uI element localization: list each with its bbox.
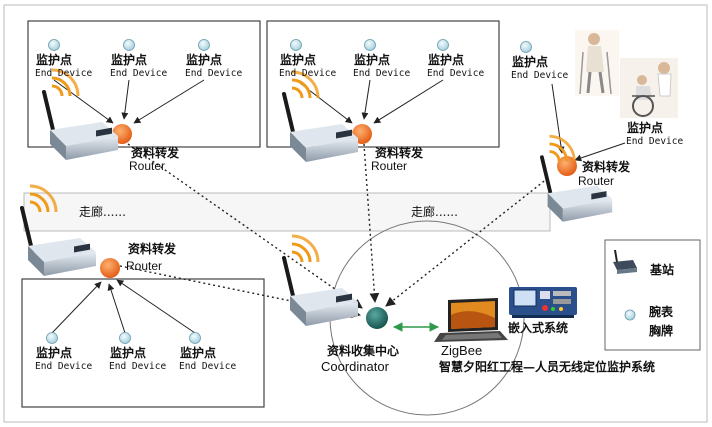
legend-wrist-label: 腕表 — [649, 305, 674, 319]
end-device-node — [123, 39, 135, 51]
end-device-label: End Device — [109, 361, 167, 372]
monitor-point-label: 监护点 — [627, 121, 664, 135]
router-node-right — [557, 156, 577, 176]
monitor-point-label: 监护点 — [186, 53, 223, 67]
arrows-bottom-left — [51, 279, 196, 334]
end-device-node — [364, 39, 376, 51]
end-device-label: End Device — [35, 361, 93, 372]
end-device-label: End Device — [279, 68, 337, 79]
monitor-point-label: 监护点 — [180, 346, 217, 360]
outer-frame — [3, 4, 708, 423]
end-device-node — [198, 39, 210, 51]
embedded-board-icon — [509, 287, 577, 318]
monitor-point-label: 监护点 — [354, 53, 391, 67]
laptop-icon — [434, 298, 508, 342]
base-station-icon — [42, 68, 118, 160]
router-label: Router — [129, 159, 166, 173]
base-station-icon — [282, 70, 358, 162]
end-device-label: End Device — [353, 68, 411, 79]
zigbee-label: ZigBee — [441, 343, 483, 358]
relay-label: 资料转发 — [128, 242, 177, 256]
router-label: Router — [126, 259, 163, 273]
room-box-bottom-left — [21, 278, 265, 408]
legend-box — [604, 239, 701, 351]
relay-label: 资料转发 — [582, 160, 631, 174]
arrows-top-left — [53, 79, 205, 124]
end-device-node — [119, 332, 131, 344]
monitor-point-label: 监护点 — [428, 53, 465, 67]
room-box-top-middle — [266, 20, 500, 148]
base-station-icon — [540, 134, 613, 222]
legend-base-station-icon — [613, 249, 637, 274]
coordinator-label: Coordinator — [321, 359, 389, 374]
end-device-label: End Device — [511, 70, 569, 81]
router-label: Router — [371, 159, 408, 173]
dotted-links — [119, 143, 549, 319]
end-device-node — [520, 41, 532, 53]
end-device-node — [48, 39, 60, 51]
legend-wristband-icon — [624, 309, 636, 321]
end-device-label: End Device — [626, 136, 684, 147]
monitor-point-label: 监护点 — [512, 55, 549, 69]
elderly-wheelchair-photo — [620, 58, 678, 118]
end-device-node — [189, 332, 201, 344]
collector-label: 资料收集中心 — [327, 344, 400, 358]
end-device-label: End Device — [427, 68, 485, 79]
end-device-label: End Device — [35, 68, 93, 79]
corridor-band — [23, 192, 551, 232]
router-label: Router — [578, 174, 615, 188]
corridor-label: 走廊...... — [79, 205, 126, 219]
relay-label: 资料转发 — [131, 146, 180, 160]
end-device-node — [437, 39, 449, 51]
base-station-icon — [282, 234, 358, 326]
end-device-label: End Device — [185, 68, 243, 79]
relay-label: 资料转发 — [375, 146, 424, 160]
base-station-icon — [20, 184, 96, 276]
end-device-label: End Device — [110, 68, 168, 79]
room-box-top-left — [27, 20, 261, 148]
elderly-person-photo — [575, 30, 619, 96]
corridor-label: 走廊...... — [411, 205, 458, 219]
monitor-point-label: 监护点 — [36, 346, 73, 360]
end-device-node — [290, 39, 302, 51]
router-node-bottom-left — [100, 258, 120, 278]
monitor-point-label: 监护点 — [111, 53, 148, 67]
end-device-node — [46, 332, 58, 344]
legend-badge-label: 胸牌 — [649, 324, 674, 338]
end-device-label: End Device — [179, 361, 237, 372]
monitor-point-label: 监护点 — [36, 53, 73, 67]
arrows-top-middle — [295, 79, 444, 124]
monitor-point-label: 监护点 — [110, 346, 147, 360]
base-stations — [20, 68, 613, 326]
monitor-point-label: 监护点 — [280, 53, 317, 67]
legend-base-label: 基站 — [650, 263, 675, 277]
coordinator-node — [366, 307, 388, 329]
embedded-system-label: 嵌入式系统 — [508, 321, 569, 335]
arrows-right — [551, 83, 626, 162]
project-title: 智慧夕阳红工程—人员无线定位监护系统 — [439, 360, 656, 374]
